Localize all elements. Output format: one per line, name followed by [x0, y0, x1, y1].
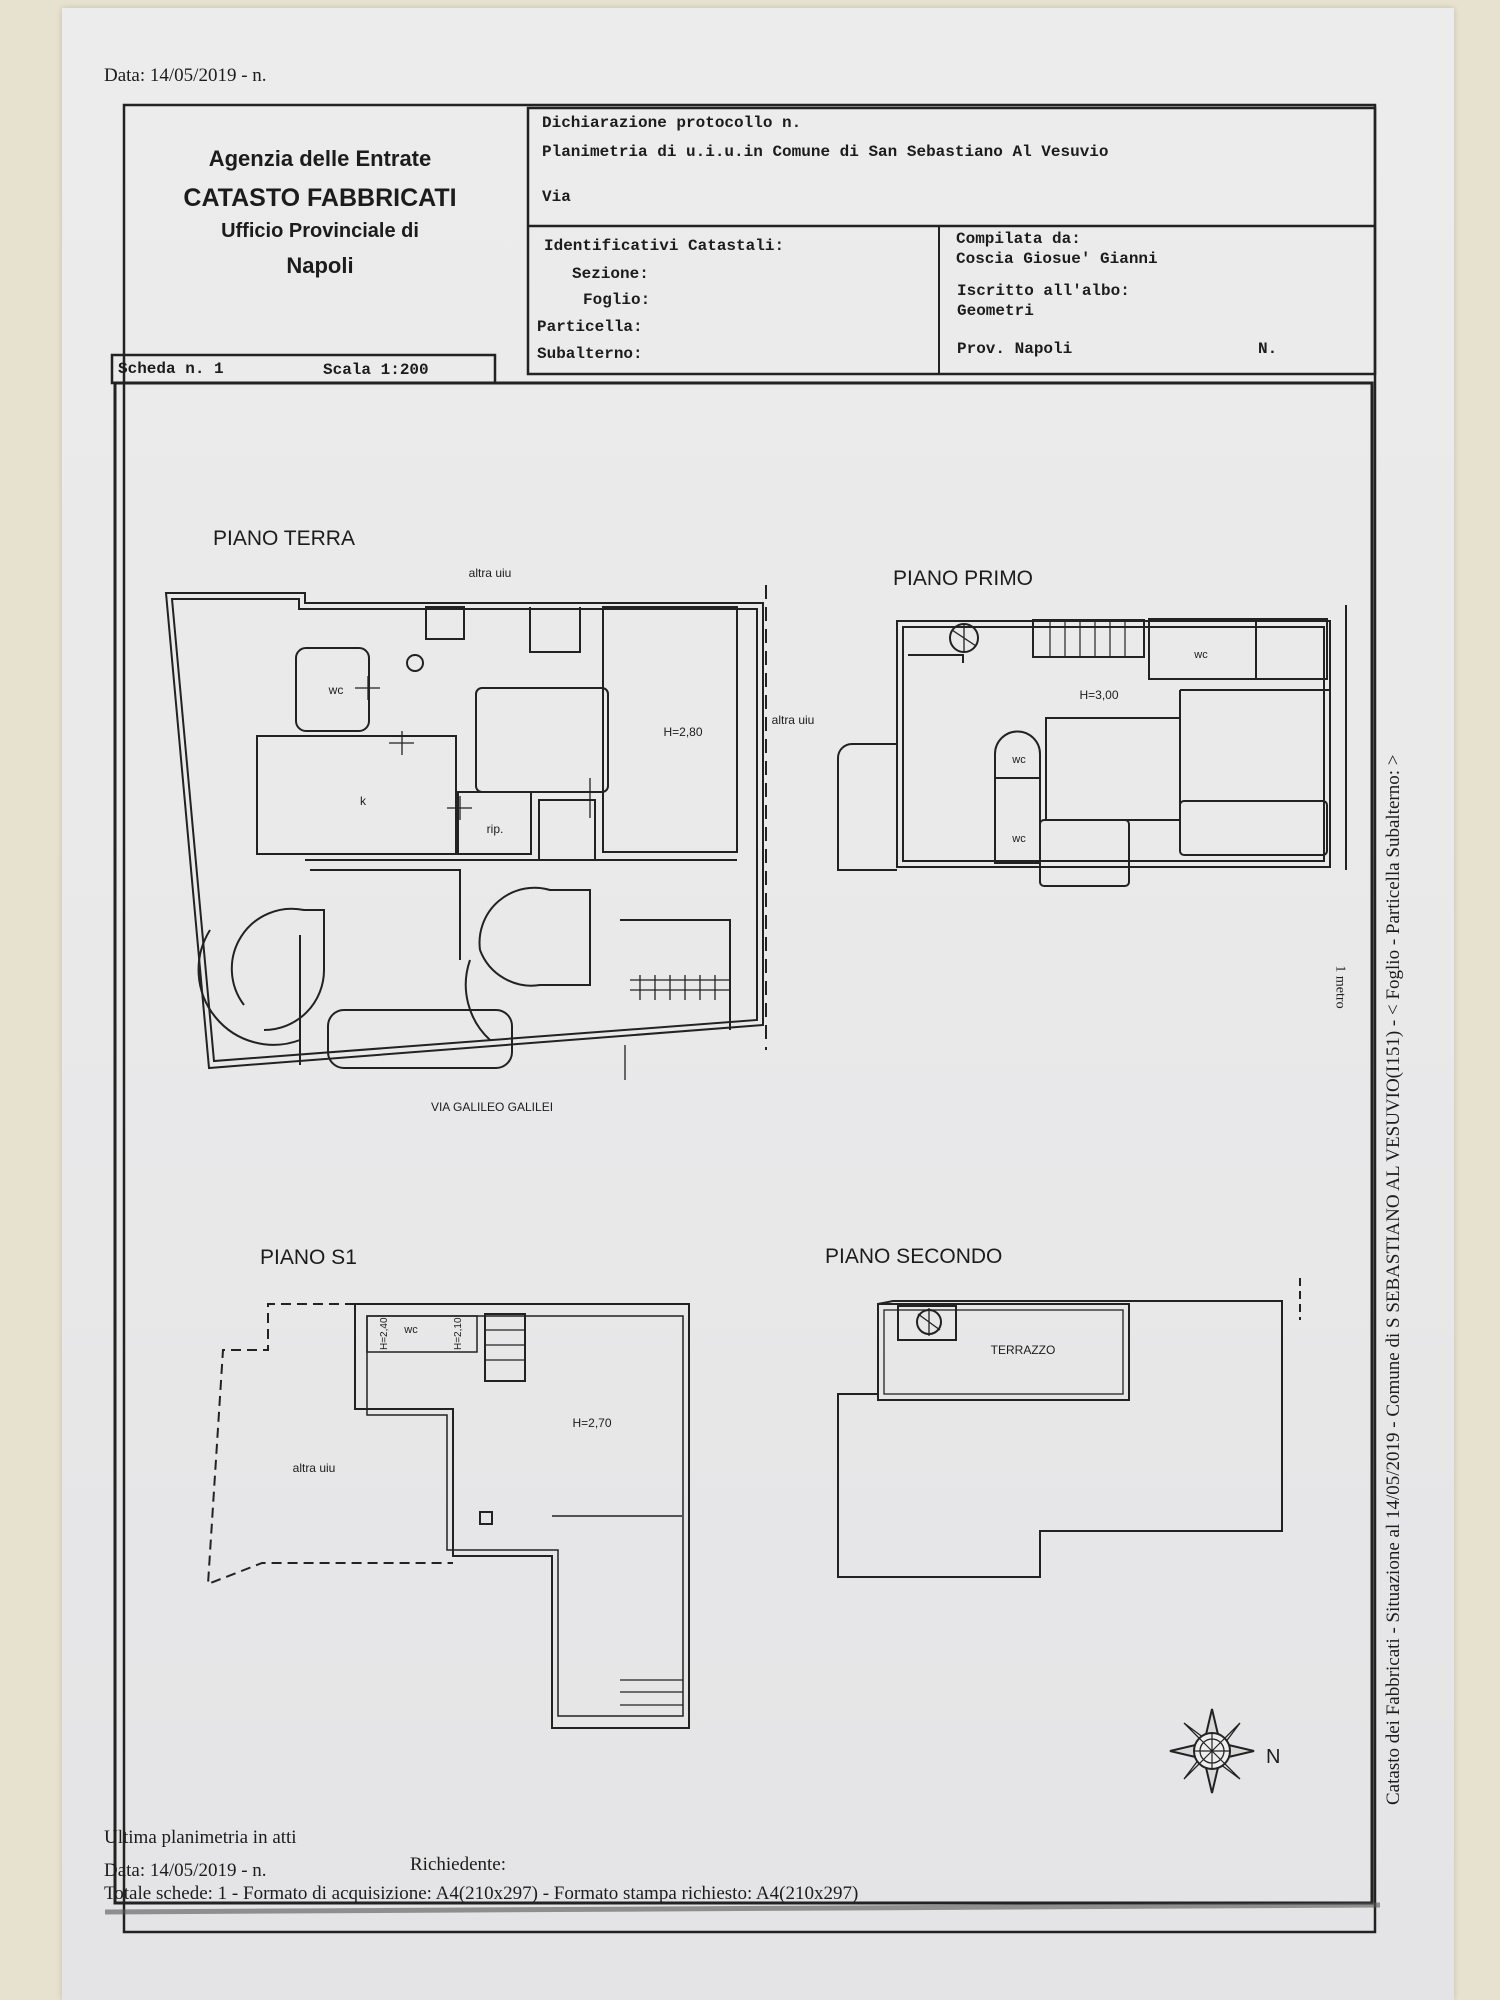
label-wc: wc [328, 683, 344, 697]
plan-title-piano-primo: PIANO PRIMO [893, 567, 1033, 590]
scheda-number: Scheda n. 1 [118, 360, 224, 378]
identificativi-label: Identificativi Catastali: [544, 237, 785, 255]
agency-name: Agenzia delle Entrate [208, 146, 432, 171]
label-altra-uiu: altra uiu [293, 1461, 336, 1475]
agency-catasto: CATASTO FABBRICATI [183, 184, 457, 212]
plan-title-piano-terra: PIANO TERRA [213, 527, 355, 550]
label-height: H=2,10 [453, 1317, 464, 1350]
label-wc: wc [1193, 649, 1208, 661]
label-height: H=2,70 [572, 1416, 611, 1430]
label-street: VIA GALILEO GALILEI [431, 1100, 553, 1114]
footer-ultima: Ultima planimetria in atti [104, 1827, 297, 1848]
header-box [526, 106, 1377, 376]
outer-frame [122, 103, 1377, 1934]
north-label: N [1266, 1746, 1280, 1768]
label-height: H=2,40 [379, 1317, 390, 1350]
plan-piano-terra [164, 585, 767, 1080]
particella-label: Particella: [537, 318, 643, 336]
label-wc: wc [403, 1324, 418, 1336]
compilata-label: Compilata da: [956, 230, 1081, 248]
inner-frame [113, 381, 1374, 1905]
numero-label: N. [1258, 340, 1278, 358]
subalterno-label: Subalterno: [537, 345, 643, 363]
via-label: Via [542, 188, 571, 206]
label-ripostiglio: rip. [487, 822, 504, 836]
planimetria-title: Planimetria di u.i.u.in Comune di San Se… [542, 143, 1109, 161]
albo-value: Geometri [957, 302, 1034, 320]
agency-office: Ufficio Provinciale di [221, 220, 419, 242]
label-height: H=3,00 [1079, 688, 1118, 702]
side-catasto-text: Catasto dei Fabbricati - Situazione al 1… [1383, 754, 1404, 1805]
label-wc: wc [1011, 833, 1026, 845]
label-kitchen: k [360, 794, 367, 808]
label-height: H=2,80 [663, 725, 702, 739]
plan-piano-primo [837, 605, 1347, 887]
footer-totale: Totale schede: 1 - Formato di acquisizio… [104, 1883, 859, 1904]
plan-title-piano-s1: PIANO S1 [260, 1246, 357, 1269]
label-wc: wc [1011, 754, 1026, 766]
side-stamp: 1 metro [1332, 965, 1348, 1009]
agency-city: Napoli [286, 253, 354, 278]
plan-piano-s1 [206, 1303, 690, 1729]
footer-date: Data: 14/05/2019 - n. [104, 1860, 267, 1881]
label-altra-uiu: altra uiu [469, 566, 512, 580]
label-altra-uiu: altra uiu [772, 713, 815, 727]
sezione-label: Sezione: [572, 265, 649, 283]
top-date: Data: 14/05/2019 - n. [104, 65, 267, 86]
protocol-label: Dichiarazione protocollo n. [542, 114, 802, 132]
plan-title-piano-secondo: PIANO SECONDO [825, 1245, 1002, 1268]
footer-richiedente: Richiedente: [410, 1854, 507, 1875]
prov-label: Prov. Napoli [957, 340, 1073, 358]
iscritto-label: Iscritto all'albo: [957, 282, 1130, 300]
scale-label: Scala 1:200 [323, 361, 429, 379]
foglio-label: Foglio: [583, 291, 651, 309]
compilatore-name: Coscia Giosue' Gianni [956, 250, 1158, 268]
plan-piano-secondo [837, 1278, 1301, 1578]
label-terrazzo: TERRAZZO [991, 1343, 1056, 1357]
compass-rose-icon [1169, 1708, 1255, 1794]
